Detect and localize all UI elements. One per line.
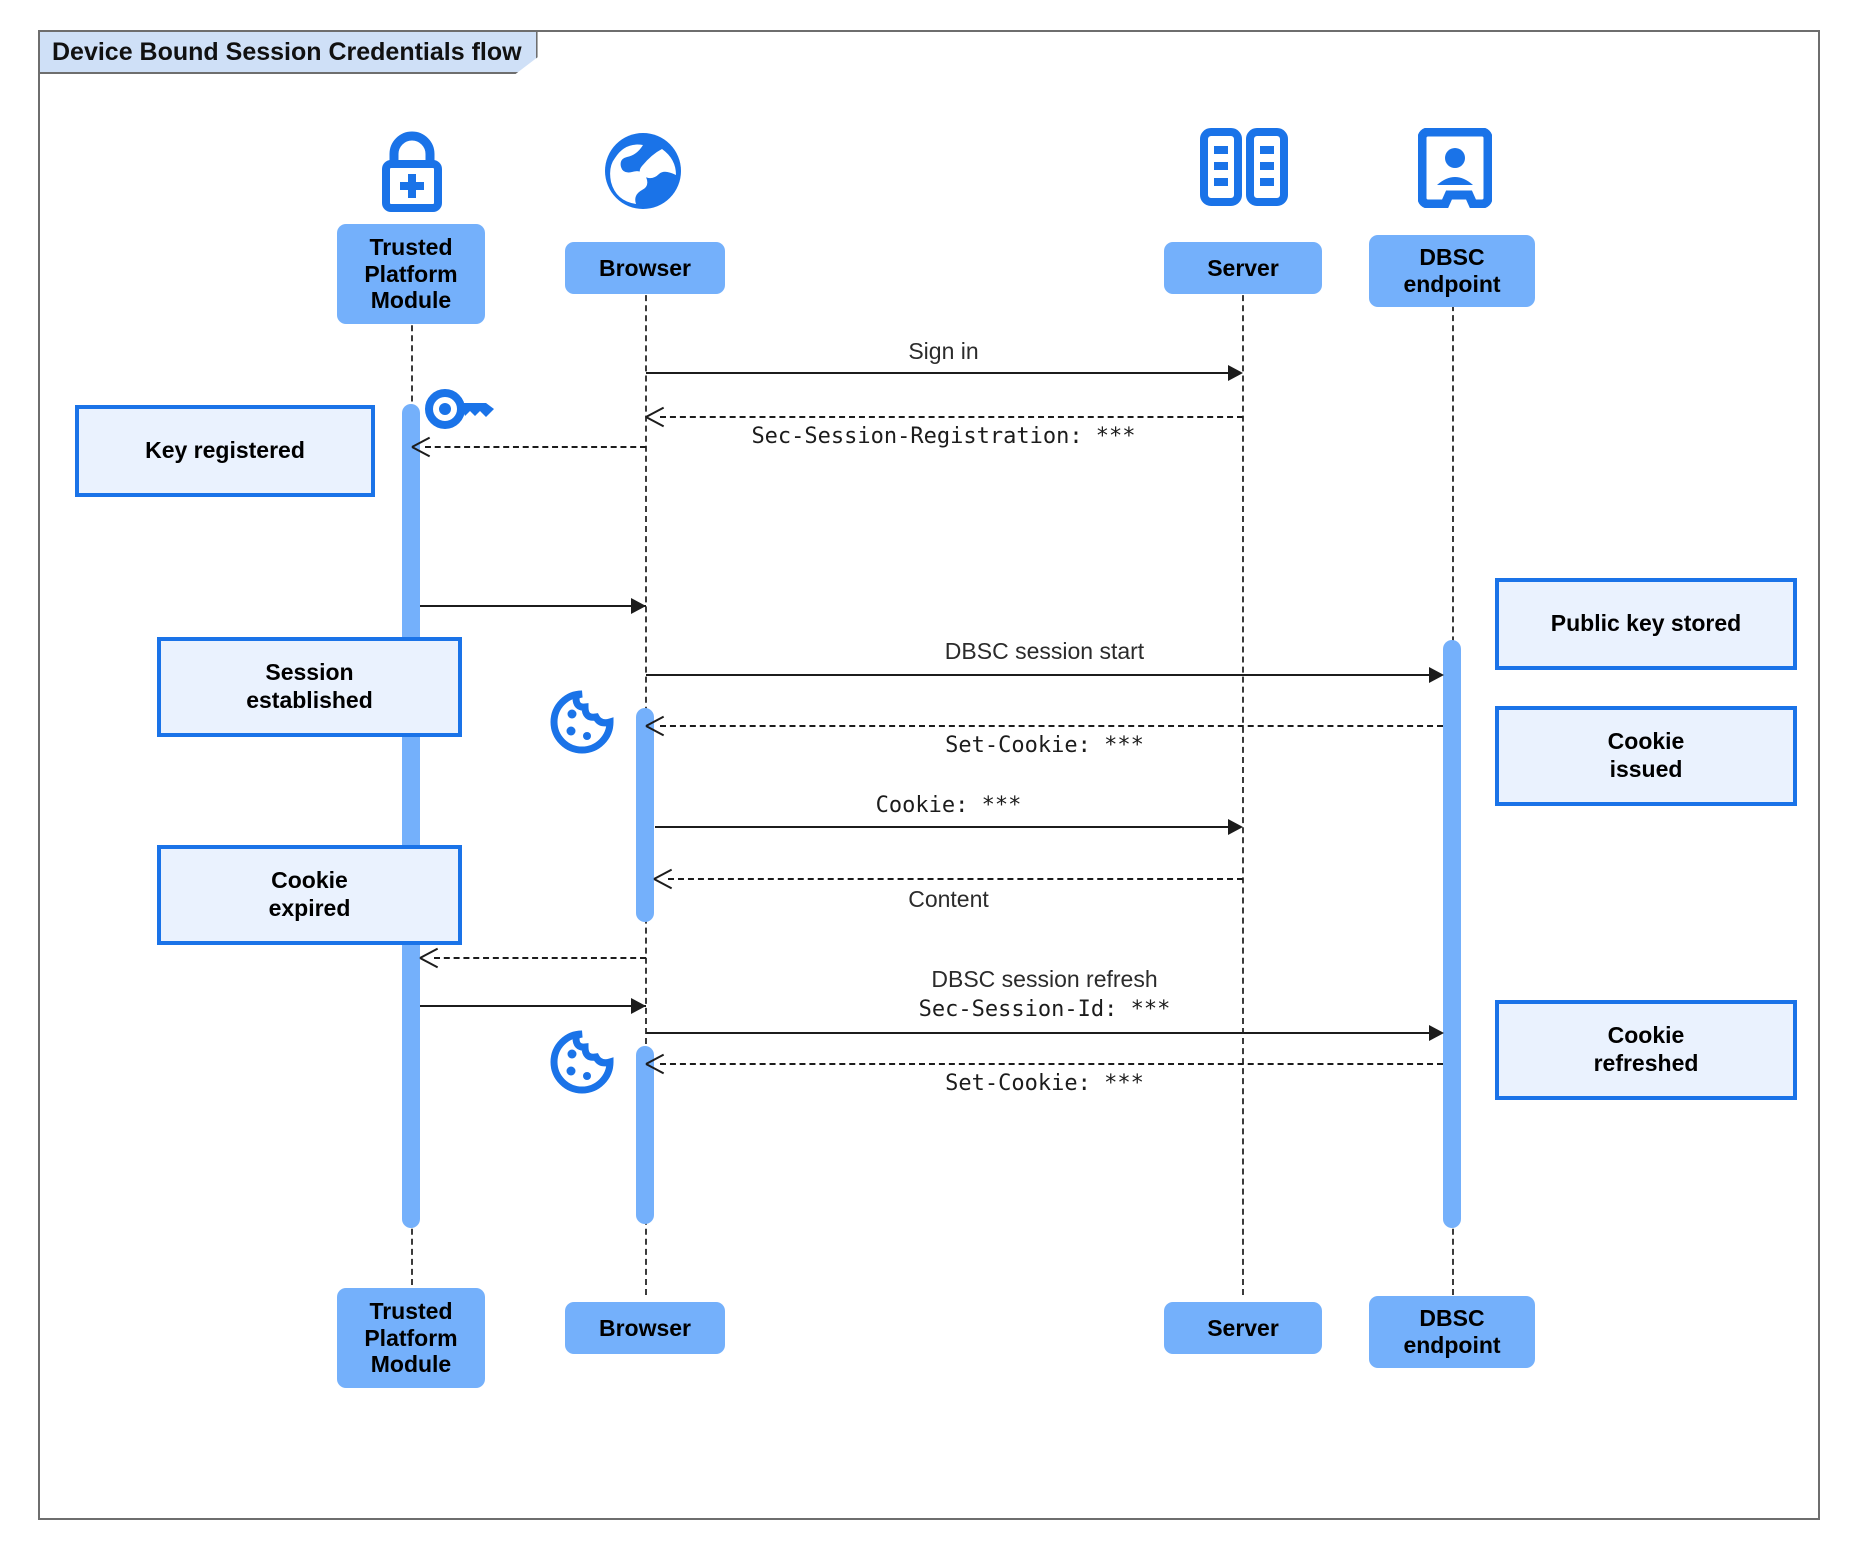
server-racks-icon <box>1198 128 1290 206</box>
message-label-m6: Set-Cookie: *** <box>646 733 1443 758</box>
participant-label: Browser <box>598 1314 692 1341</box>
message-arrowhead-m11 <box>1429 1025 1444 1041</box>
note-text: Cookie issued <box>1607 728 1685 782</box>
activation-bar-dbsc <box>1443 640 1461 1228</box>
message-line-m3 <box>425 446 646 448</box>
label-text: Sign in <box>908 338 979 364</box>
lifeline-server <box>1242 255 1244 1295</box>
message-arrowhead-m6 <box>646 715 666 735</box>
participant-label: Browser <box>598 254 692 281</box>
id-badge-icon <box>1417 127 1493 209</box>
message-arrowhead-m12 <box>646 1053 666 1073</box>
label-text: Sec-Session-Registration: *** <box>751 424 1136 449</box>
label-text: Cookie: *** <box>875 793 1022 818</box>
message-line-m11 <box>646 1032 1432 1034</box>
participant-label: Trusted Platform Module <box>364 233 458 314</box>
message-line-m2 <box>660 416 1243 418</box>
message-label-m5: DBSC session start <box>646 638 1443 665</box>
message-label-m8: Content <box>655 886 1242 913</box>
note-text: Session established <box>246 659 373 713</box>
note-cookie-issued: Cookie issued <box>1495 706 1797 806</box>
message-line-m4 <box>420 605 646 607</box>
note-session-established: Session established <box>157 637 462 737</box>
participant-label: Trusted Platform Module <box>364 1297 458 1378</box>
note-text: Cookie refreshed <box>1593 1022 1699 1076</box>
message-arrowhead-m4 <box>631 598 646 614</box>
message-label-m11-line2: Sec-Session-Id: *** <box>646 997 1443 1022</box>
message-line-m9 <box>434 957 646 959</box>
note-cookie-refreshed: Cookie refreshed <box>1495 1000 1797 1100</box>
participant-browser-header[interactable]: Browser <box>565 242 725 294</box>
message-arrowhead-m5 <box>1429 667 1444 683</box>
participant-server-header[interactable]: Server <box>1164 242 1322 294</box>
message-arrowhead-m2 <box>646 406 666 426</box>
cookie-icon <box>549 690 615 754</box>
note-text: Public key stored <box>1550 610 1742 637</box>
participant-label: DBSC endpoint <box>1403 244 1501 297</box>
label-text: Content <box>908 886 989 912</box>
note-cookie-expired: Cookie expired <box>157 845 462 945</box>
participant-browser-footer[interactable]: Browser <box>565 1302 725 1354</box>
activation-bar-tpm <box>402 404 420 1228</box>
message-arrowhead-m10 <box>631 998 646 1014</box>
participant-label: Server <box>1207 254 1279 281</box>
message-line-m1 <box>646 372 1229 374</box>
label-text: DBSC session start <box>944 638 1145 664</box>
lock-plus-icon <box>368 128 456 214</box>
message-line-m8 <box>668 878 1243 880</box>
cookie-icon <box>549 1030 615 1094</box>
activation-bar-browser-2 <box>636 1046 654 1224</box>
message-label-m7: Cookie: *** <box>655 793 1242 818</box>
note-key-registered: Key registered <box>75 405 375 497</box>
message-arrowhead-m9 <box>420 947 440 967</box>
label-text: Sec-Session-Id: *** <box>918 997 1171 1022</box>
diagram-title: Device Bound Session Credentials flow <box>40 32 538 74</box>
participant-label: Server <box>1207 1314 1279 1341</box>
message-arrowhead-m1 <box>1228 365 1243 381</box>
label-text: Set-Cookie: *** <box>945 1071 1144 1096</box>
message-arrowhead-m7 <box>1228 819 1243 835</box>
message-line-m12 <box>660 1063 1443 1065</box>
message-line-m7 <box>655 826 1229 828</box>
message-arrowhead-m3 <box>412 436 432 456</box>
participant-tpm-footer[interactable]: Trusted Platform Module <box>337 1288 485 1388</box>
participant-tpm-header[interactable]: Trusted Platform Module <box>337 224 485 324</box>
participant-server-footer[interactable]: Server <box>1164 1302 1322 1354</box>
activation-bar-browser-1 <box>636 708 654 922</box>
participant-label: DBSC endpoint <box>1403 1305 1501 1358</box>
note-text: Key registered <box>145 437 305 464</box>
label-text: DBSC session refresh <box>931 966 1158 992</box>
message-line-m6 <box>660 725 1443 727</box>
note-public-key-stored: Public key stored <box>1495 578 1797 670</box>
message-label-m1: Sign in <box>645 338 1242 365</box>
note-text: Cookie expired <box>268 867 351 921</box>
globe-icon <box>600 128 686 214</box>
message-line-m10 <box>420 1005 646 1007</box>
message-line-m5 <box>646 674 1432 676</box>
participant-dbsc-footer[interactable]: DBSC endpoint <box>1369 1296 1535 1368</box>
message-arrowhead-m8 <box>654 868 674 888</box>
label-text: Set-Cookie: *** <box>945 733 1144 758</box>
message-label-m11: DBSC session refresh <box>646 966 1443 993</box>
message-label-m2: Sec-Session-Registration: *** <box>645 424 1242 449</box>
message-label-m12: Set-Cookie: *** <box>646 1071 1443 1096</box>
participant-dbsc-header[interactable]: DBSC endpoint <box>1369 235 1535 307</box>
key-icon <box>424 385 500 433</box>
